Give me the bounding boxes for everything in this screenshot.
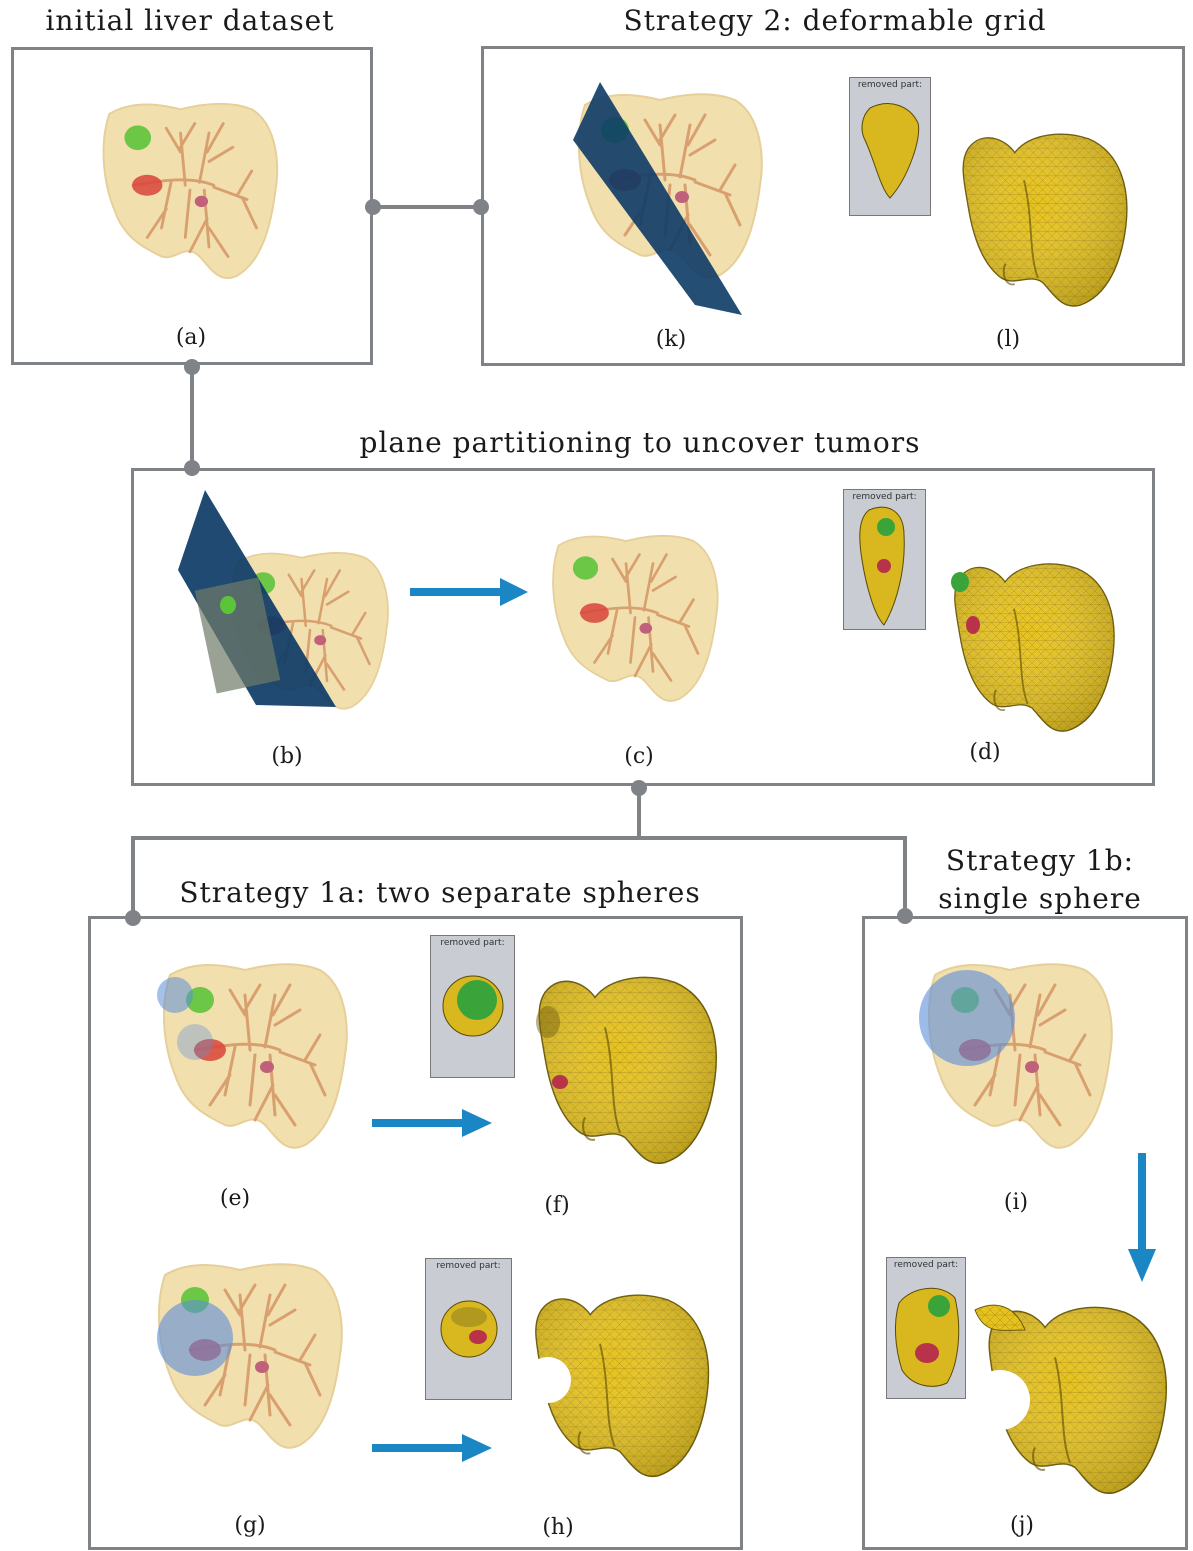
removed-part-inset-h: removed part: bbox=[425, 1258, 512, 1400]
label-f: (f) bbox=[527, 1193, 587, 1219]
removed-part-mesh bbox=[426, 1259, 513, 1401]
label-g: (g) bbox=[220, 1513, 280, 1539]
label-i: (i) bbox=[986, 1190, 1046, 1216]
label-a: (a) bbox=[161, 325, 221, 351]
label-l: (l) bbox=[978, 327, 1038, 353]
removed-part-inset-j: removed part: bbox=[886, 1257, 966, 1399]
removed-part-mesh bbox=[844, 490, 927, 631]
removed-part-mesh bbox=[431, 936, 516, 1079]
removed-part-inset-k: removed part: bbox=[849, 77, 931, 216]
removed-part-inset-f: removed part: bbox=[430, 935, 515, 1078]
removed-part-mesh bbox=[850, 78, 932, 217]
label-b: (b) bbox=[257, 744, 317, 770]
label-d: (d) bbox=[955, 740, 1015, 766]
removed-part-mesh bbox=[887, 1258, 967, 1400]
label-h: (h) bbox=[528, 1515, 588, 1541]
label-j: (j) bbox=[992, 1513, 1052, 1539]
label-k: (k) bbox=[641, 327, 701, 353]
label-e: (e) bbox=[205, 1186, 265, 1212]
label-c: (c) bbox=[609, 744, 669, 770]
removed-part-inset-d: removed part: bbox=[843, 489, 926, 630]
